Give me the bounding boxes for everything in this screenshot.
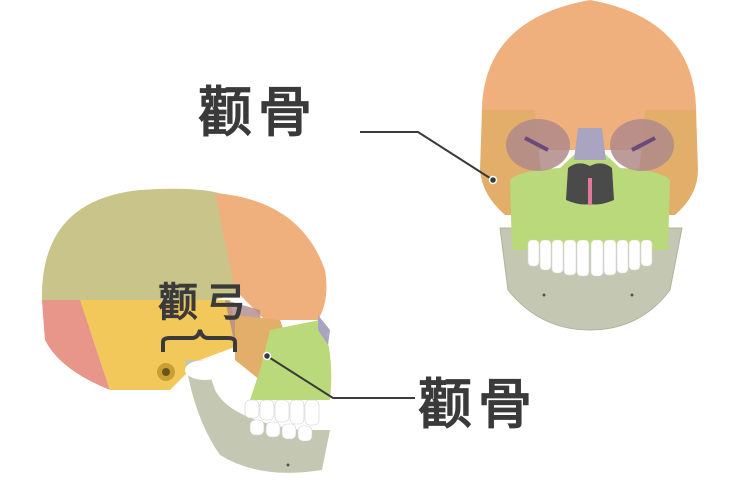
front-nasal-bone [574,128,606,160]
zygomatic-label-side: 颧骨 [418,373,538,436]
front-teeth [527,239,653,277]
side-occipital-bone [42,300,110,390]
side-mandible [185,360,330,473]
zygomatic-arch-label: 颧弓 [158,280,254,326]
side-frontal-bone [215,193,327,320]
side-temporal-bone [80,300,240,390]
arch-brace [161,329,237,352]
side-maxilla [250,320,332,400]
leader-line-top [360,131,494,181]
side-teeth [244,399,320,442]
zygomatic-label-front: 颧骨 [198,81,318,144]
leader-line-bottom [266,355,415,399]
front-skull [480,0,698,331]
side-skull [41,188,332,473]
front-frontal-bone [481,0,697,150]
